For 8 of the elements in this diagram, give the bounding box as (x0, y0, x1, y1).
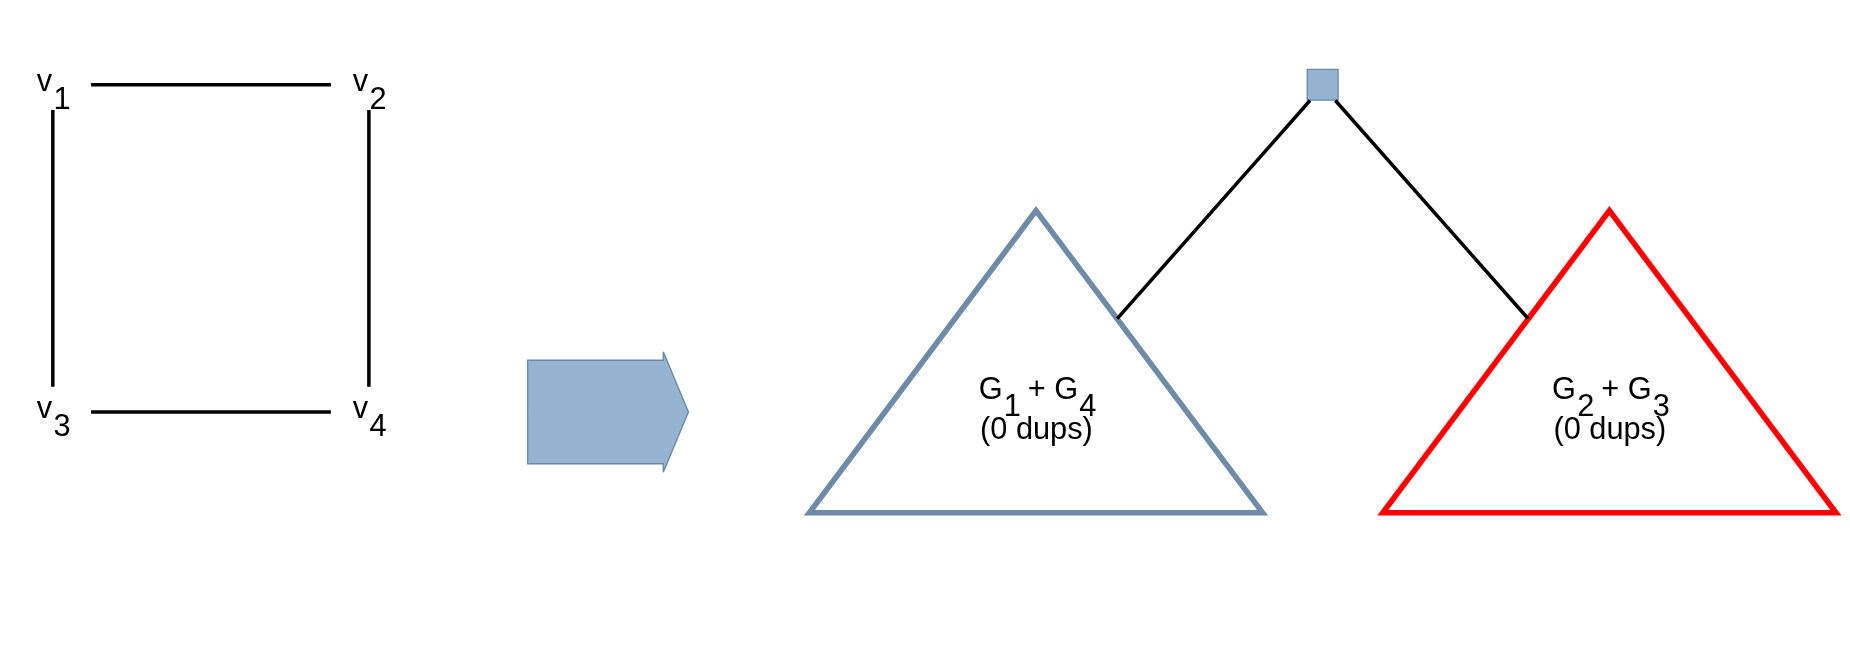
connector (366, 109, 371, 387)
connector (90, 82, 331, 86)
node-box (1306, 68, 1339, 101)
connector (1115, 98, 1311, 320)
connector (1333, 98, 1529, 320)
node-arrow (526, 350, 689, 473)
connector (50, 109, 55, 387)
connector (90, 409, 331, 414)
